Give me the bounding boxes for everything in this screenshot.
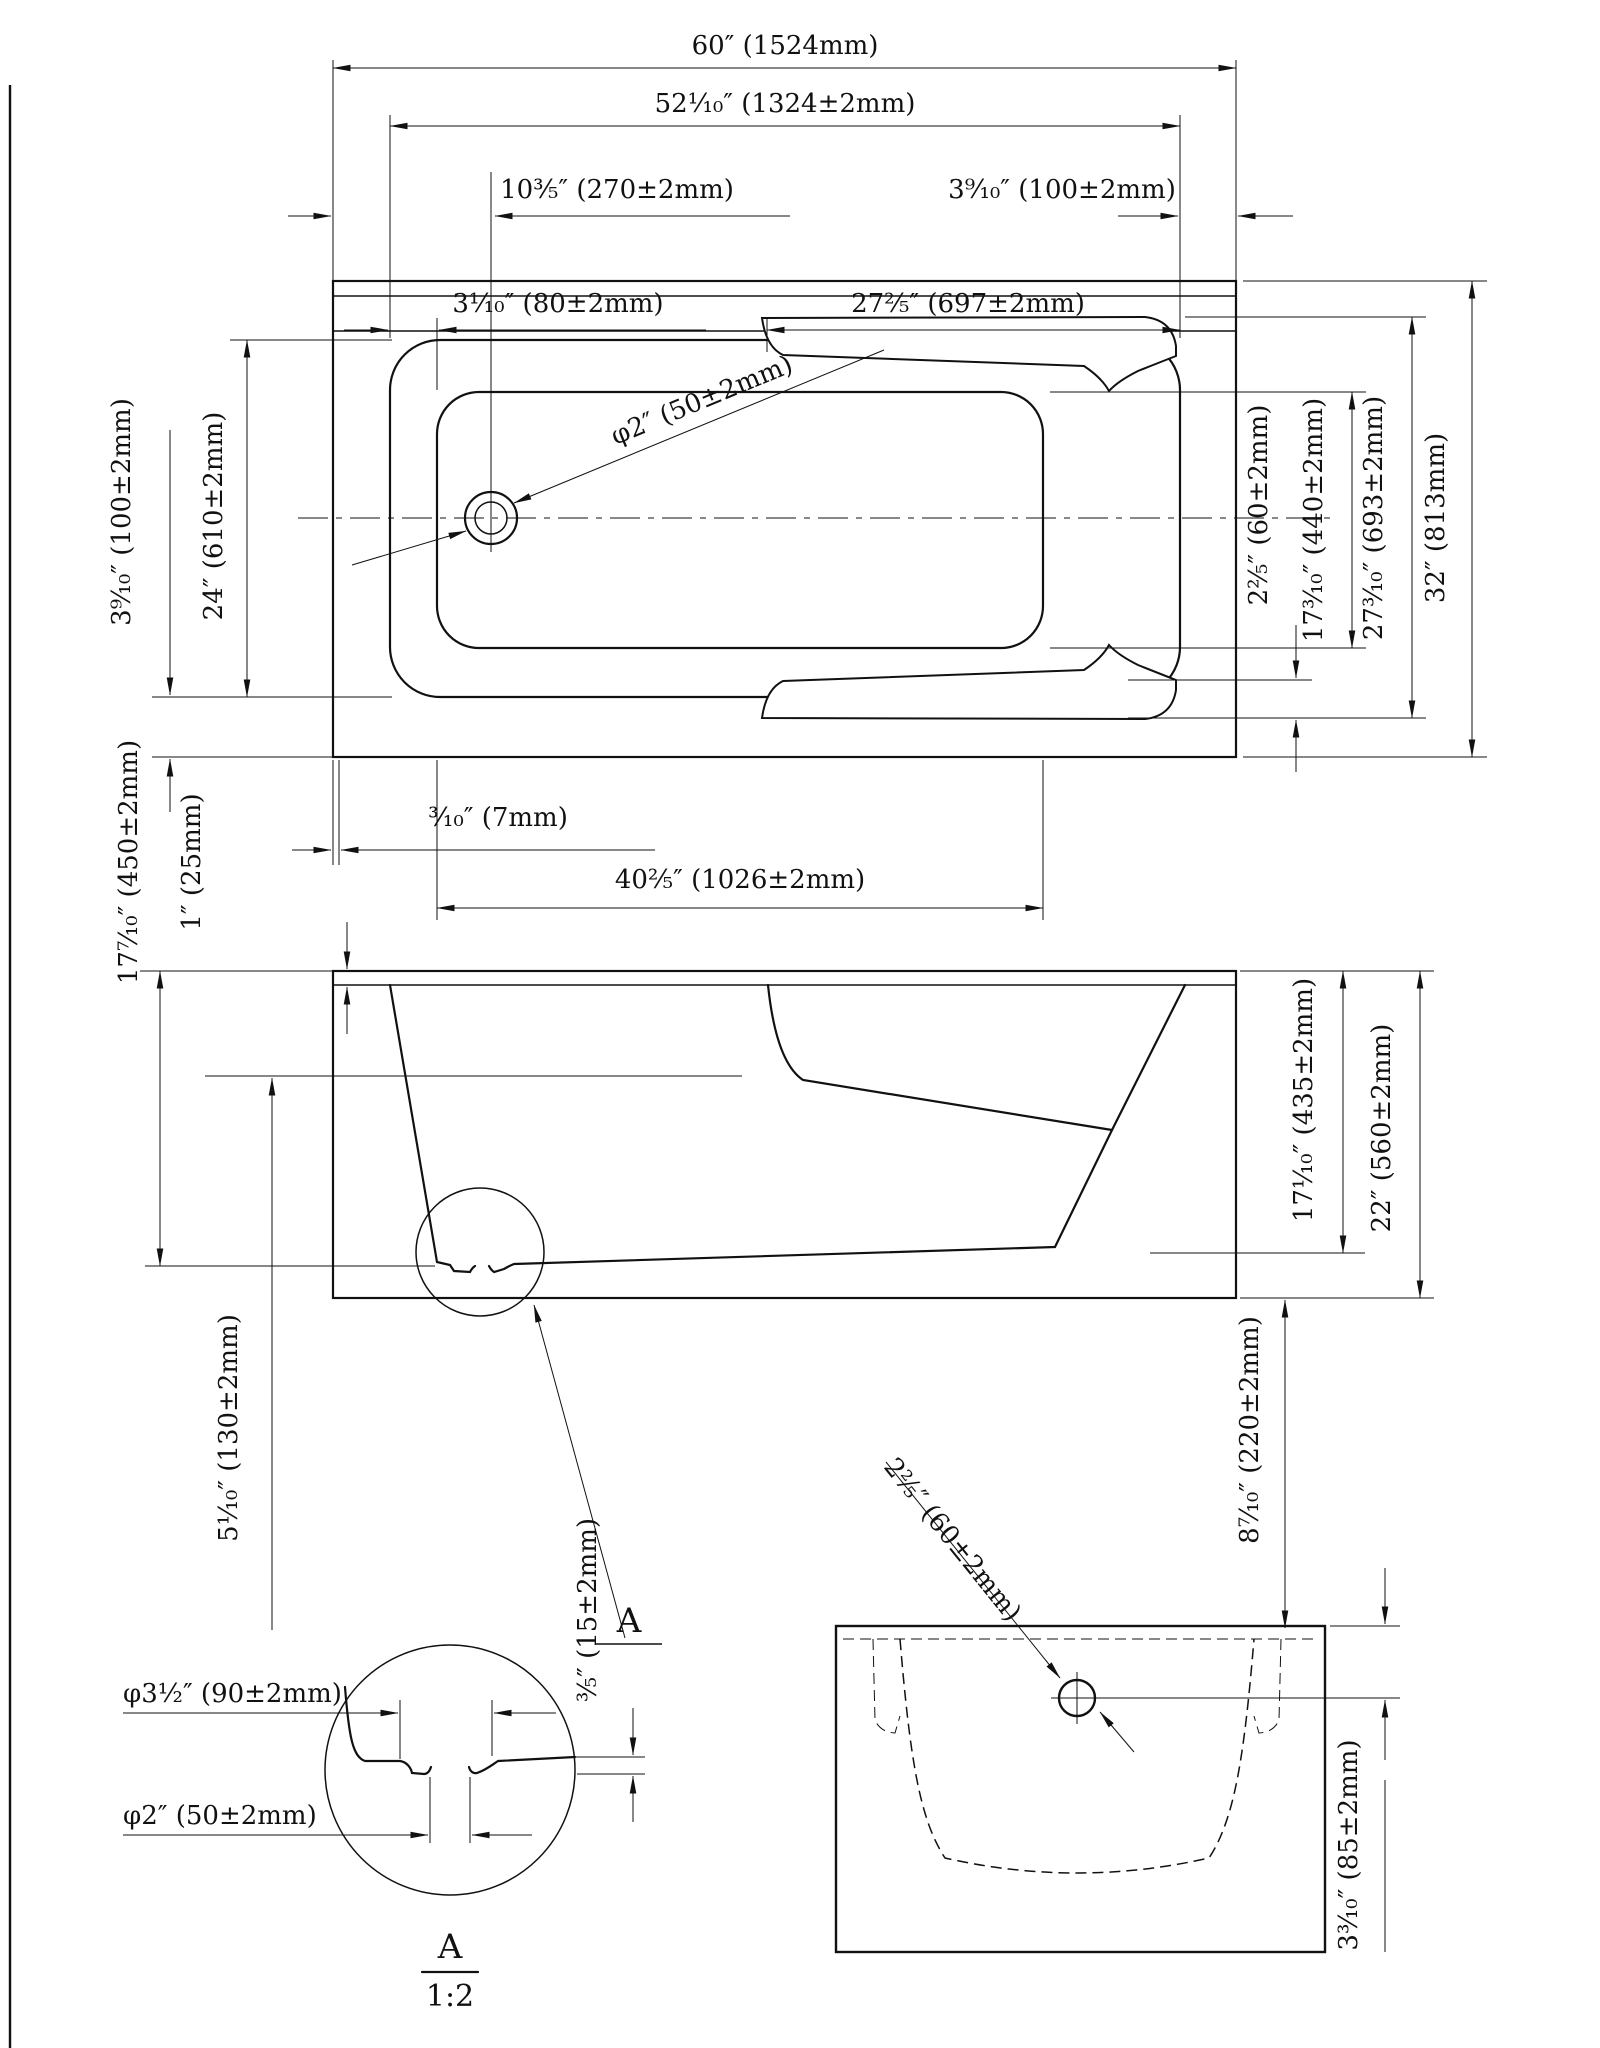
drain-leader-upper [513, 349, 885, 504]
plan-extension-lines-right [1050, 280, 1487, 758]
plan-view: φ2″ (50±2mm) 60″ (1524mm) 52¹⁄₁₀″ (1324±… [107, 31, 1487, 920]
side-left-wall [388, 983, 439, 1264]
dim-inner-width: 24″ (610±2mm) [199, 412, 229, 621]
end-armrest-pocket-right [1253, 1638, 1282, 1734]
dim-drain-diameter: φ2″ (50±2mm) [607, 350, 797, 452]
dim-recess-depth: ³⁄₅″ (15±2mm) [573, 1518, 603, 1702]
dim-rim-thickness: 1″ (25mm) [177, 793, 207, 930]
side-backrest-slope [766, 983, 1114, 1132]
dim-armrest-span: 27³⁄₁₀″ (693±2mm) [1359, 396, 1389, 640]
plan-outer-deck [331, 279, 1238, 759]
detail-callout-label: A [616, 1601, 642, 1641]
end-tub-profile-dashed [899, 1638, 1255, 1874]
dim-rim-width-right: 3⁹⁄₁₀″ (100±2mm) [948, 175, 1176, 205]
dim-depth-inner: 17⁷⁄₁₀″ (450±2mm) [114, 740, 144, 984]
detail-a-label: A [437, 1927, 463, 1967]
detail-a-view: φ3½″ (90±2mm) φ2″ (50±2mm) ³⁄₅″ (15±2mm)… [123, 1518, 645, 2014]
plan-basin [435, 390, 1045, 650]
side-floor-right [487, 1245, 1057, 1274]
detail-a-circle [324, 1644, 576, 1896]
dim-overall-height: 22″ (560±2mm) [1367, 1024, 1397, 1233]
dim-rim-offset-left: 3¹⁄₁₀″ (80±2mm) [452, 289, 663, 319]
overflow-leader-lower [1099, 1711, 1135, 1753]
dim-flange-diameter: φ3½″ (90±2mm) [123, 1679, 342, 1709]
detail-a-profile-left [343, 1685, 433, 1776]
end-view: 2²⁄₅″ (60±2mm) 3³⁄₁₀″ (85±2mm) [834, 1453, 1400, 1954]
detail-callout-circle [415, 1187, 545, 1317]
dim-base-height: 5¹⁄₁₀″ (130±2mm) [214, 1314, 244, 1542]
plan-extension-lines-top [332, 60, 1237, 488]
plan-extension-lines-left [152, 339, 392, 758]
dim-depth-right: 17¹⁄₁₀″ (435±2mm) [1289, 978, 1319, 1222]
dim-drain-offset: 10³⁄₅″ (270±2mm) [500, 175, 734, 205]
plan-armrest-bottom [760, 643, 1177, 721]
plan-extension-lines-bottom [332, 760, 1044, 920]
dim-inner-rim-length: 52¹⁄₁₀″ (1324±2mm) [655, 89, 916, 119]
side-outer-outline [331, 969, 1238, 1300]
dim-rim-width-bottom: 3⁹⁄₁₀″ (100±2mm) [107, 398, 137, 626]
dim-armrest-thickness: 2²⁄₅″ (60±2mm) [1244, 405, 1274, 606]
detail-a-scale: 1:2 [426, 1979, 474, 2014]
end-armrest-pocket-left [872, 1638, 901, 1734]
side-right-wall-upper [1110, 983, 1187, 1132]
drain-leader-lower [351, 530, 467, 566]
dim-skirt-height: 8⁷⁄₁₀″ (220±2mm) [1235, 1316, 1265, 1544]
side-extension-lines-right [1150, 970, 1434, 1299]
detail-callout-leader [533, 1304, 626, 1639]
dim-basin-width: 17³⁄₁₀″ (440±2mm) [1299, 398, 1329, 642]
detail-a-profile-right [467, 1755, 577, 1775]
dim-flange-offset: ³⁄₁₀″ (7mm) [428, 803, 568, 833]
dim-overflow-drop: 3³⁄₁₀″ (85±2mm) [1334, 1739, 1364, 1950]
detail-a-extension-lines [399, 1700, 645, 1843]
dim-armrest-length: 27²⁄₅″ (697±2mm) [851, 289, 1085, 319]
side-extension-lines-left [140, 970, 435, 1267]
plan-armrest-top [760, 315, 1177, 393]
overflow-leader-upper [885, 1461, 1061, 1679]
dim-overall-length: 60″ (1524mm) [692, 31, 879, 61]
end-outer-outline [834, 1624, 1327, 1954]
dim-overall-width: 32″ (813mm) [1421, 433, 1451, 603]
side-floor-left [435, 1260, 477, 1274]
side-right-wall-lower [1053, 1128, 1114, 1249]
dim-basin-length: 40²⁄₅″ (1026±2mm) [615, 865, 865, 895]
side-view: A 17⁷⁄₁₀″ (450±2mm) 1″ (25mm) 5¹⁄₁₀″ (13… [114, 740, 1434, 1645]
dim-overflow-diameter: 2²⁄₅″ (60±2mm) [877, 1453, 1027, 1628]
dim-detail-drain-diameter: φ2″ (50±2mm) [123, 1801, 317, 1831]
